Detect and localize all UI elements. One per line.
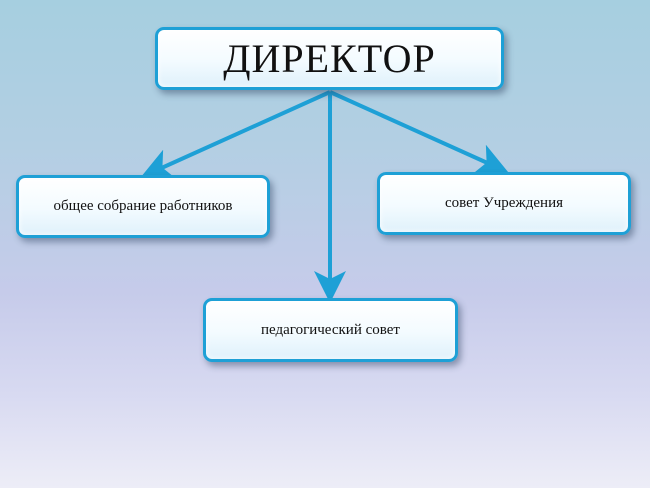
pedagogical-council-label: педагогический совет	[261, 321, 400, 338]
pedagogical-council-box: педагогический совет	[203, 298, 458, 362]
director-label: ДИРЕКТОР	[223, 36, 436, 81]
director-box: ДИРЕКТОР	[155, 27, 504, 90]
general-meeting-box: общее собрание работников	[16, 175, 270, 238]
institution-council-label: совет Учреждения	[444, 195, 564, 211]
institution-council-box: совет Учреждения	[377, 172, 631, 235]
arrow-to-general-meeting	[140, 90, 331, 179]
arrow-to-council	[329, 90, 509, 174]
general-meeting-label: общее собрание работников	[53, 198, 233, 214]
